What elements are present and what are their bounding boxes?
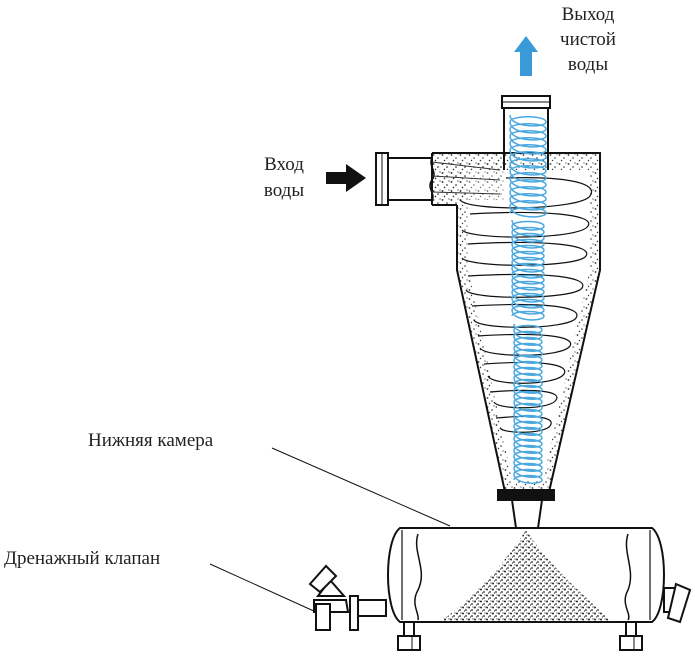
lower-chamber-tank [387, 527, 665, 623]
leader-lines [209, 447, 451, 613]
inlet-label-line2: воды [264, 180, 304, 201]
inner-vortex-coil [509, 114, 547, 484]
outlet-label-line1: Выход [562, 4, 615, 25]
outlet-label-line3: воды [568, 54, 608, 75]
inlet-arrow [326, 164, 366, 192]
tank-end-flange [663, 582, 692, 624]
drain-valve [308, 564, 387, 631]
inlet-label-line1: Вход [264, 154, 304, 175]
outlet-label-line2: чистой [560, 29, 616, 50]
drain-valve-label: Дренажный клапан [4, 548, 160, 569]
tank-legs [397, 621, 643, 651]
cone-outlet-neck [497, 489, 555, 529]
lower-chamber-label: Нижняя камера [88, 430, 214, 451]
inlet-sand-streaks [434, 160, 504, 200]
outlet-arrow [514, 36, 538, 76]
